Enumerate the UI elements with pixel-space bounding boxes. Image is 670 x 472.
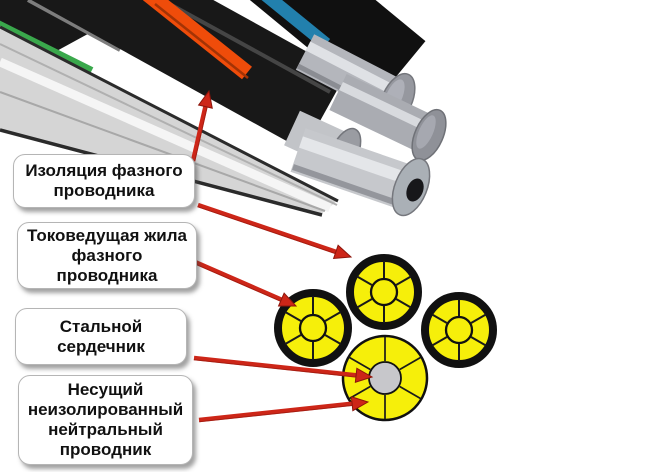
phase-cable-middle-black-icon	[31, 0, 347, 151]
pointer-arrow	[190, 89, 213, 162]
pointer-arrow	[194, 259, 298, 307]
phase-conductor-section	[274, 289, 352, 367]
center-strand	[369, 277, 399, 307]
phase-conductor-section	[421, 292, 497, 368]
steel-core-hole-icon	[406, 178, 424, 202]
label-phase-core: Токоведущая жила фазного проводника	[17, 222, 197, 289]
neutral-conductor-section	[341, 334, 429, 422]
pointer-arrow	[198, 396, 370, 423]
label-neutral-conductor: Несущий неизолированный нейтральный пров…	[18, 375, 193, 465]
steel-core-section	[368, 361, 402, 395]
pointer-arrow	[197, 202, 353, 260]
green-stripe-icon	[0, 20, 94, 73]
label-steel-core: Стальной сердечник	[15, 308, 187, 365]
cable-photo	[0, 0, 447, 217]
phase-conductor-section	[346, 254, 422, 330]
cut-aluminum-ends-icon	[284, 34, 447, 217]
center-strand	[444, 315, 474, 345]
center-strand	[298, 313, 328, 343]
orange-stripe-icon	[143, 0, 252, 80]
label-phase-insulation: Изоляция фазного проводника	[13, 154, 195, 208]
pointer-arrow	[193, 355, 374, 383]
